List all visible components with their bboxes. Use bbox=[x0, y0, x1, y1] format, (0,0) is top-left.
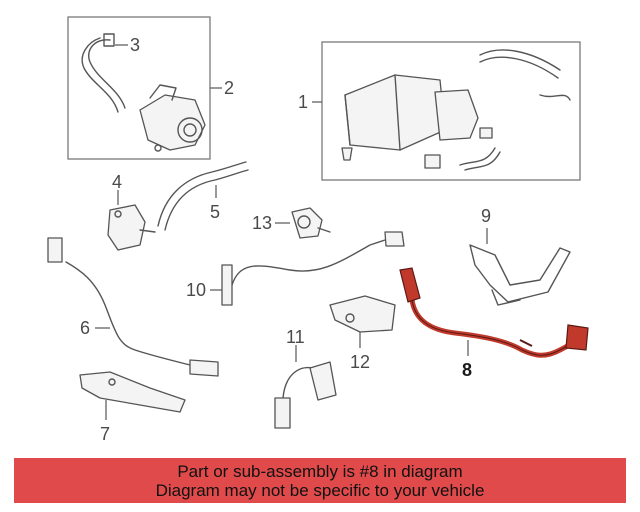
part-3-hose[interactable] bbox=[81, 33, 126, 113]
callout-12: 12 bbox=[350, 352, 370, 372]
part-7-bracket[interactable] bbox=[79, 371, 186, 413]
callout-1: 1 bbox=[298, 92, 308, 112]
banner-line-disclaimer: Diagram may not be specific to your vehi… bbox=[155, 480, 485, 500]
part-12-bracket[interactable] bbox=[329, 295, 396, 333]
part-2-vacuum-pump[interactable] bbox=[139, 84, 206, 152]
banner-line-part: Part or sub-assembly is #8 in diagram bbox=[177, 461, 463, 481]
callout-11: 11 bbox=[286, 327, 305, 347]
callout-3: 3 bbox=[130, 35, 140, 55]
part-notice-banner: Part or sub-assembly is #8 in diagram Di… bbox=[14, 458, 626, 503]
callout-2: 2 bbox=[224, 78, 234, 98]
part-13-sensor[interactable] bbox=[291, 207, 331, 239]
callout-6: 6 bbox=[80, 318, 90, 338]
parts-diagram: 1 2 3 4 5 6 7 8 9 10 11 12 13 bbox=[47, 16, 589, 444]
callout-8: 8 bbox=[462, 360, 472, 380]
callout-4: 4 bbox=[112, 172, 122, 192]
part-4-solenoid[interactable] bbox=[107, 204, 156, 251]
part-9-bracket[interactable] bbox=[469, 244, 571, 306]
group-box-1 bbox=[321, 41, 581, 181]
part-10-oxygen-sensor[interactable] bbox=[221, 231, 405, 306]
callout-9: 9 bbox=[481, 206, 491, 226]
part-8-oxygen-sensor-highlighted[interactable] bbox=[399, 267, 589, 358]
part-5-hose[interactable] bbox=[157, 161, 249, 231]
callout-10: 10 bbox=[186, 280, 206, 300]
callout-5: 5 bbox=[210, 202, 220, 222]
callout-7: 7 bbox=[100, 424, 110, 444]
part-6-oxygen-sensor[interactable] bbox=[47, 237, 219, 377]
part-1-charcoal-canister[interactable] bbox=[341, 49, 571, 171]
callout-13: 13 bbox=[252, 213, 272, 233]
part-11-oxygen-sensor[interactable] bbox=[274, 361, 337, 429]
